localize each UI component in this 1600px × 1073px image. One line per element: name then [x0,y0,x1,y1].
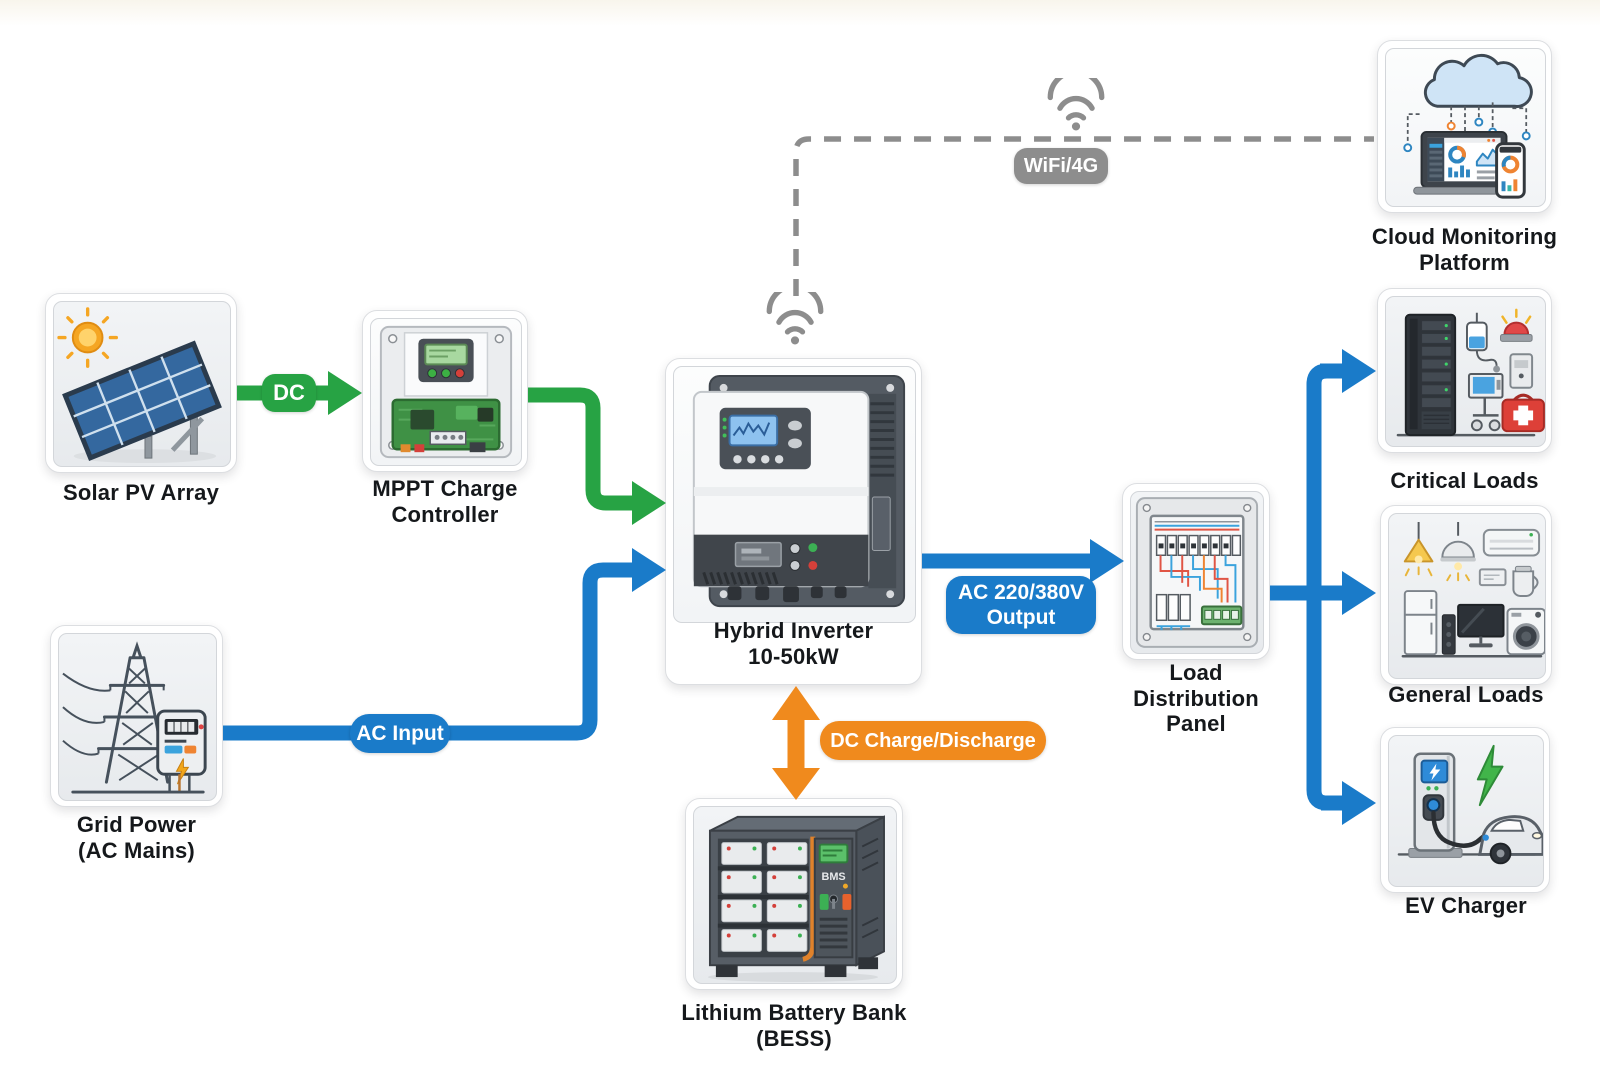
cloud-monitoring-card [1377,40,1552,213]
background-tint [0,0,1600,26]
distribution-panel-icon [1135,497,1259,648]
critical-loads-card [1377,288,1552,453]
battery-cabinet-icon: BMS [707,815,885,983]
solar-pv-array-label: Solar PV Array [62,480,220,505]
critical-loads-illustration [1385,296,1546,447]
inverter-illustration [673,366,916,623]
grid-power-label: Grid Power (AC Mains) [76,812,197,863]
charge-controller-icon [379,325,513,459]
battery-illustration: BMS [693,806,897,984]
battery-bank-card: BMS [685,798,903,990]
critical-loads-label: Critical Loads [1390,468,1539,493]
power-grid-icon [62,641,207,794]
ev-charger-icon [1397,744,1543,865]
hybrid-inverter-card [665,358,922,685]
load-panel-illustration [1130,491,1264,654]
cloud-monitoring-label: Cloud Monitoring Platform [1371,224,1558,275]
general-loads-icon [1401,521,1545,658]
edge-ac-input-grid-to-inverter [223,548,666,741]
battery-bank-label: Lithium Battery Bank (BESS) [681,1000,907,1051]
bms-text: BMS [821,871,845,883]
load-panel-label: Load Distribution Panel [1133,660,1259,737]
grid-illustration [58,633,217,801]
dc-label-pill: DC [262,374,316,412]
ev-charger-label: EV Charger [1405,893,1527,918]
general-loads-card [1380,505,1552,685]
wifi-4g-label-pill: WiFi/4G [1014,148,1108,184]
general-loads-label: General Loads [1388,682,1544,707]
cloud-monitoring-icon [1403,53,1533,199]
wifi-icon [765,283,825,346]
load-panel-card [1122,483,1270,660]
critical-loads-icon [1396,308,1545,437]
hybrid-inverter-label: Hybrid Inverter 10-50kW [713,618,874,669]
edge-dc-charge-discharge [772,686,820,800]
general-loads-illustration [1388,513,1546,679]
ac-input-label-pill: AC Input [350,714,450,753]
grid-power-card [50,625,223,807]
ac-output-label-pill: AC 220/380V Output [946,576,1096,634]
edge-dc-mppt-to-inverter [528,387,666,525]
ev-charger-illustration [1388,735,1544,887]
edge-panel-to-loads [1270,349,1376,825]
mppt-controller-card [362,310,528,472]
cloud-illustration [1385,48,1546,207]
mppt-illustration [370,318,522,466]
wifi-icon [1046,69,1106,132]
ev-charger-card [1380,727,1550,893]
inverter-icon [692,374,906,608]
solar-pv-array-card [45,293,237,473]
solar-pv-illustration [53,301,231,467]
mppt-controller-label: MPPT Charge Controller [372,476,518,527]
solar-panel-icon [57,307,222,464]
dc-charge-discharge-label-pill: DC Charge/Discharge [820,721,1046,760]
